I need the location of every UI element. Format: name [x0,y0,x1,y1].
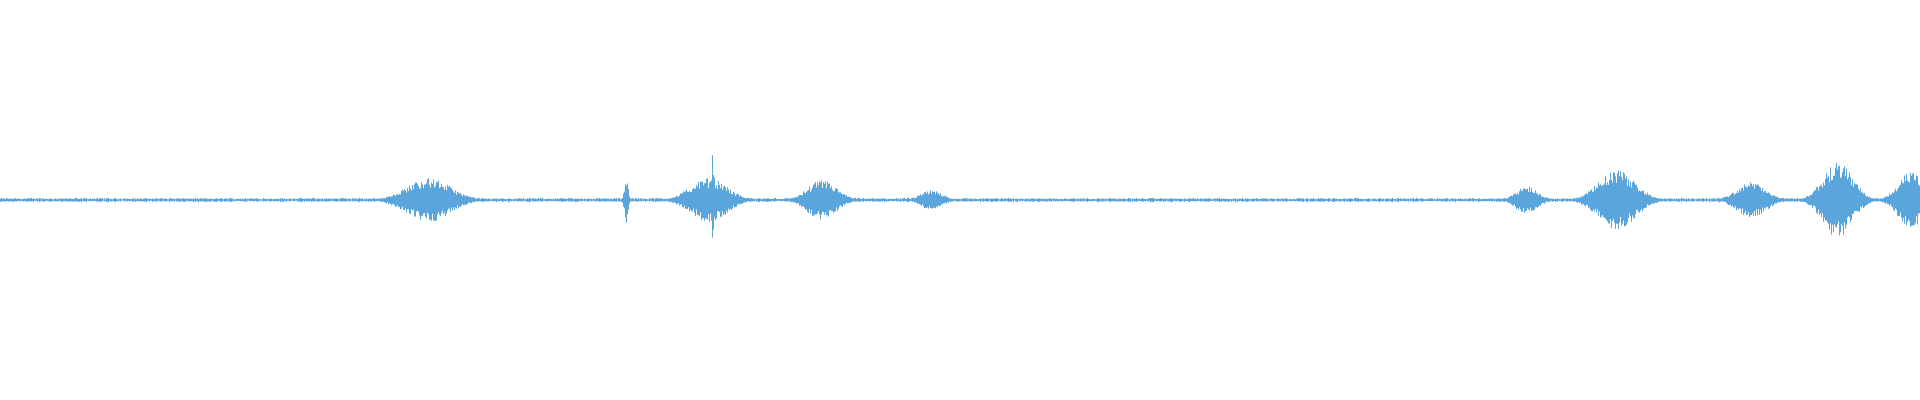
waveform-sample-bars [0,155,1920,238]
waveform-samples [0,155,1920,238]
